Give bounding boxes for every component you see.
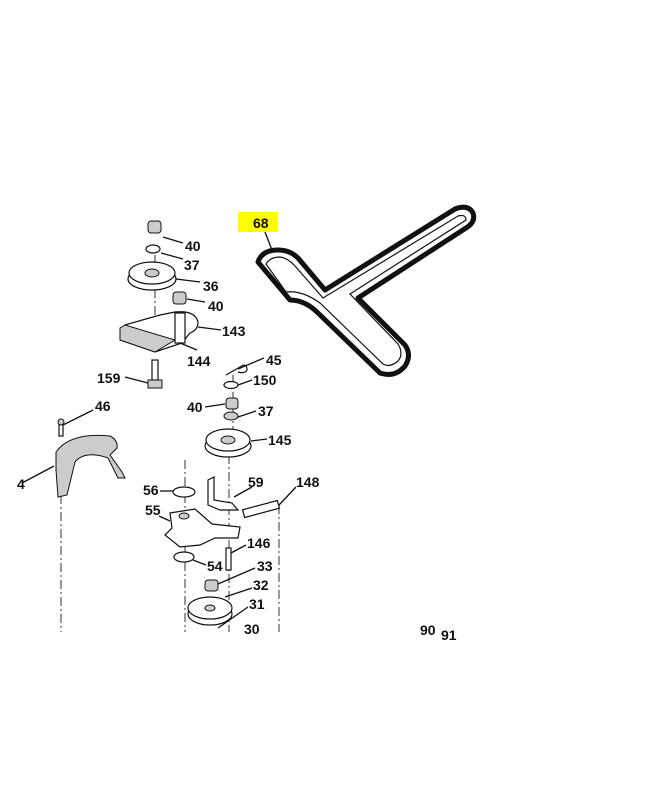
nut-mid[interactable] (225, 397, 239, 410)
callout-145[interactable]: 145 (268, 432, 292, 448)
callout-56[interactable]: 56 (143, 482, 159, 498)
callout-45[interactable]: 45 (266, 352, 282, 368)
bolt-159[interactable] (147, 359, 163, 389)
callout-144[interactable]: 144 (187, 353, 211, 369)
washer-mid[interactable] (223, 411, 239, 421)
callout-68[interactable]: 68 (253, 215, 269, 231)
callout-37[interactable]: 37 (184, 257, 200, 273)
drive-belt[interactable] (255, 204, 477, 377)
callout-36[interactable]: 36 (203, 278, 219, 294)
callout-146[interactable]: 146 (247, 535, 271, 551)
callout-40[interactable]: 40 (185, 238, 201, 254)
callout-40[interactable]: 40 (187, 399, 203, 415)
idler-pulley-36[interactable] (127, 261, 177, 291)
top-nut[interactable] (147, 220, 162, 234)
callout-30[interactable]: 30 (244, 621, 260, 637)
top-washer[interactable] (145, 244, 161, 254)
callout-40[interactable]: 40 (208, 298, 224, 314)
callout-59[interactable]: 59 (248, 474, 264, 490)
callout-31[interactable]: 31 (249, 596, 265, 612)
callout-33[interactable]: 33 (257, 558, 273, 574)
washer-54[interactable] (173, 551, 195, 563)
spring-148[interactable] (241, 499, 281, 519)
callout-150[interactable]: 150 (253, 372, 277, 388)
idler-bracket-59[interactable] (207, 476, 240, 511)
crop-mask (0, 646, 652, 800)
callout-54[interactable]: 54 (207, 558, 223, 574)
idler-bracket-143[interactable] (119, 311, 199, 353)
callout-143[interactable]: 143 (222, 323, 246, 339)
callout-159[interactable]: 159 (97, 370, 121, 386)
shoulder-bolt[interactable] (225, 547, 232, 571)
callout-90[interactable]: 90 (420, 622, 436, 638)
callout-4[interactable]: 4 (17, 476, 25, 492)
washer-56[interactable] (172, 486, 196, 498)
callout-37[interactable]: 37 (258, 403, 274, 419)
idler-arm-55[interactable] (164, 508, 241, 548)
callout-32[interactable]: 32 (253, 577, 269, 593)
idler-pulley-145[interactable] (204, 428, 252, 458)
pulley-32[interactable] (187, 596, 233, 626)
callout-46[interactable]: 46 (95, 398, 111, 414)
bracket-nut[interactable] (172, 291, 187, 305)
callout-148[interactable]: 148 (296, 474, 320, 490)
washer-150[interactable] (223, 380, 239, 390)
belt-guard[interactable] (55, 434, 126, 498)
callout-55[interactable]: 55 (145, 502, 161, 518)
callout-91[interactable]: 91 (441, 627, 457, 643)
nut-33[interactable] (204, 579, 219, 592)
highlight-68 (238, 212, 278, 232)
belt-guard-bolt[interactable] (57, 418, 65, 437)
